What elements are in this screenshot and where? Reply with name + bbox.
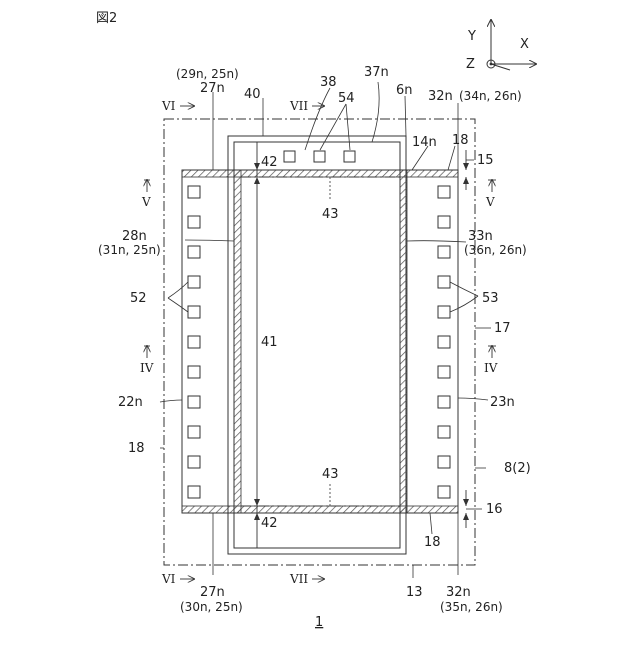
outline-37n — [234, 142, 400, 548]
label-42-bottom: 42 — [261, 516, 278, 531]
label-6: 6n — [396, 83, 413, 98]
label-15: 15 — [477, 153, 494, 168]
label-28: 28n — [122, 229, 147, 244]
section-mark-v-left: V — [141, 195, 151, 209]
label-35-26: (35n, 26n) — [440, 600, 503, 614]
label-13: 13 — [406, 585, 423, 600]
pads-52-column — [188, 186, 200, 498]
label-16: 16 — [486, 502, 503, 517]
axis-indicator: Y X Z — [466, 20, 536, 72]
label-43-bottom: 43 — [322, 467, 339, 482]
label-43-top: 43 — [322, 207, 339, 222]
section-mark-vii-bottom: VII — [289, 572, 308, 586]
section-mark-vi-top: VI — [161, 99, 176, 113]
label-42-top: 42 — [261, 155, 278, 170]
label-18-bottom: 18 — [424, 535, 441, 550]
label-32-top: 32n — [428, 89, 453, 104]
reference-labels: (29n, 25n) 27n 40 38 54 37n 6n 32n (34n,… — [98, 65, 531, 630]
pad-54-2 — [314, 151, 325, 162]
label-52: 52 — [130, 291, 147, 306]
label-30-25: (30n, 25n) — [180, 600, 243, 614]
label-34-26: (34n, 26n) — [459, 89, 522, 103]
section-mark-vii-top: VII — [289, 99, 308, 113]
outer-boundary-8 — [164, 119, 475, 565]
axis-y-label: Y — [467, 29, 476, 44]
label-40: 40 — [244, 87, 261, 102]
label-14: 14n — [412, 135, 437, 150]
label-36-26: (36n, 26n) — [464, 243, 527, 257]
axis-z-label: Z — [466, 57, 475, 72]
outline-6n — [228, 136, 406, 554]
label-32-bottom: 32n — [446, 585, 471, 600]
label-1: 1 — [315, 615, 323, 630]
hatch-top-strip — [182, 170, 458, 177]
hatch-bottom-strip — [182, 506, 458, 513]
label-53: 53 — [482, 291, 499, 306]
figure-title: 図2 — [96, 11, 117, 26]
label-22: 22n — [118, 395, 143, 410]
pad-54-1 — [284, 151, 295, 162]
label-18-top: 18 — [452, 133, 469, 148]
pad-54-3 — [344, 151, 355, 162]
band-region — [182, 170, 458, 513]
label-54: 54 — [338, 91, 355, 106]
hatch-left-strip — [234, 170, 241, 513]
label-33: 33n — [468, 229, 493, 244]
section-mark-iv-right: IV — [484, 361, 498, 375]
label-18-left: 18 — [128, 441, 145, 456]
section-mark-iv-left: IV — [140, 361, 154, 375]
label-29-25: (29n, 25n) — [176, 67, 239, 81]
section-mark-vi-bottom: VI — [161, 572, 176, 586]
label-27-bottom: 27n — [200, 585, 225, 600]
label-17: 17 — [494, 321, 511, 336]
pads-53-column — [438, 186, 450, 498]
section-mark-v-right: V — [485, 195, 495, 209]
axis-x-label: X — [520, 37, 529, 52]
label-41: 41 — [261, 335, 278, 350]
label-37: 37n — [364, 65, 389, 80]
label-31-25: (31n, 25n) — [98, 243, 161, 257]
label-27-top: 27n — [200, 81, 225, 96]
hatch-right-strip — [400, 170, 407, 513]
label-23: 23n — [490, 395, 515, 410]
label-8-2: 8(2) — [504, 461, 531, 476]
label-38: 38 — [320, 75, 337, 90]
